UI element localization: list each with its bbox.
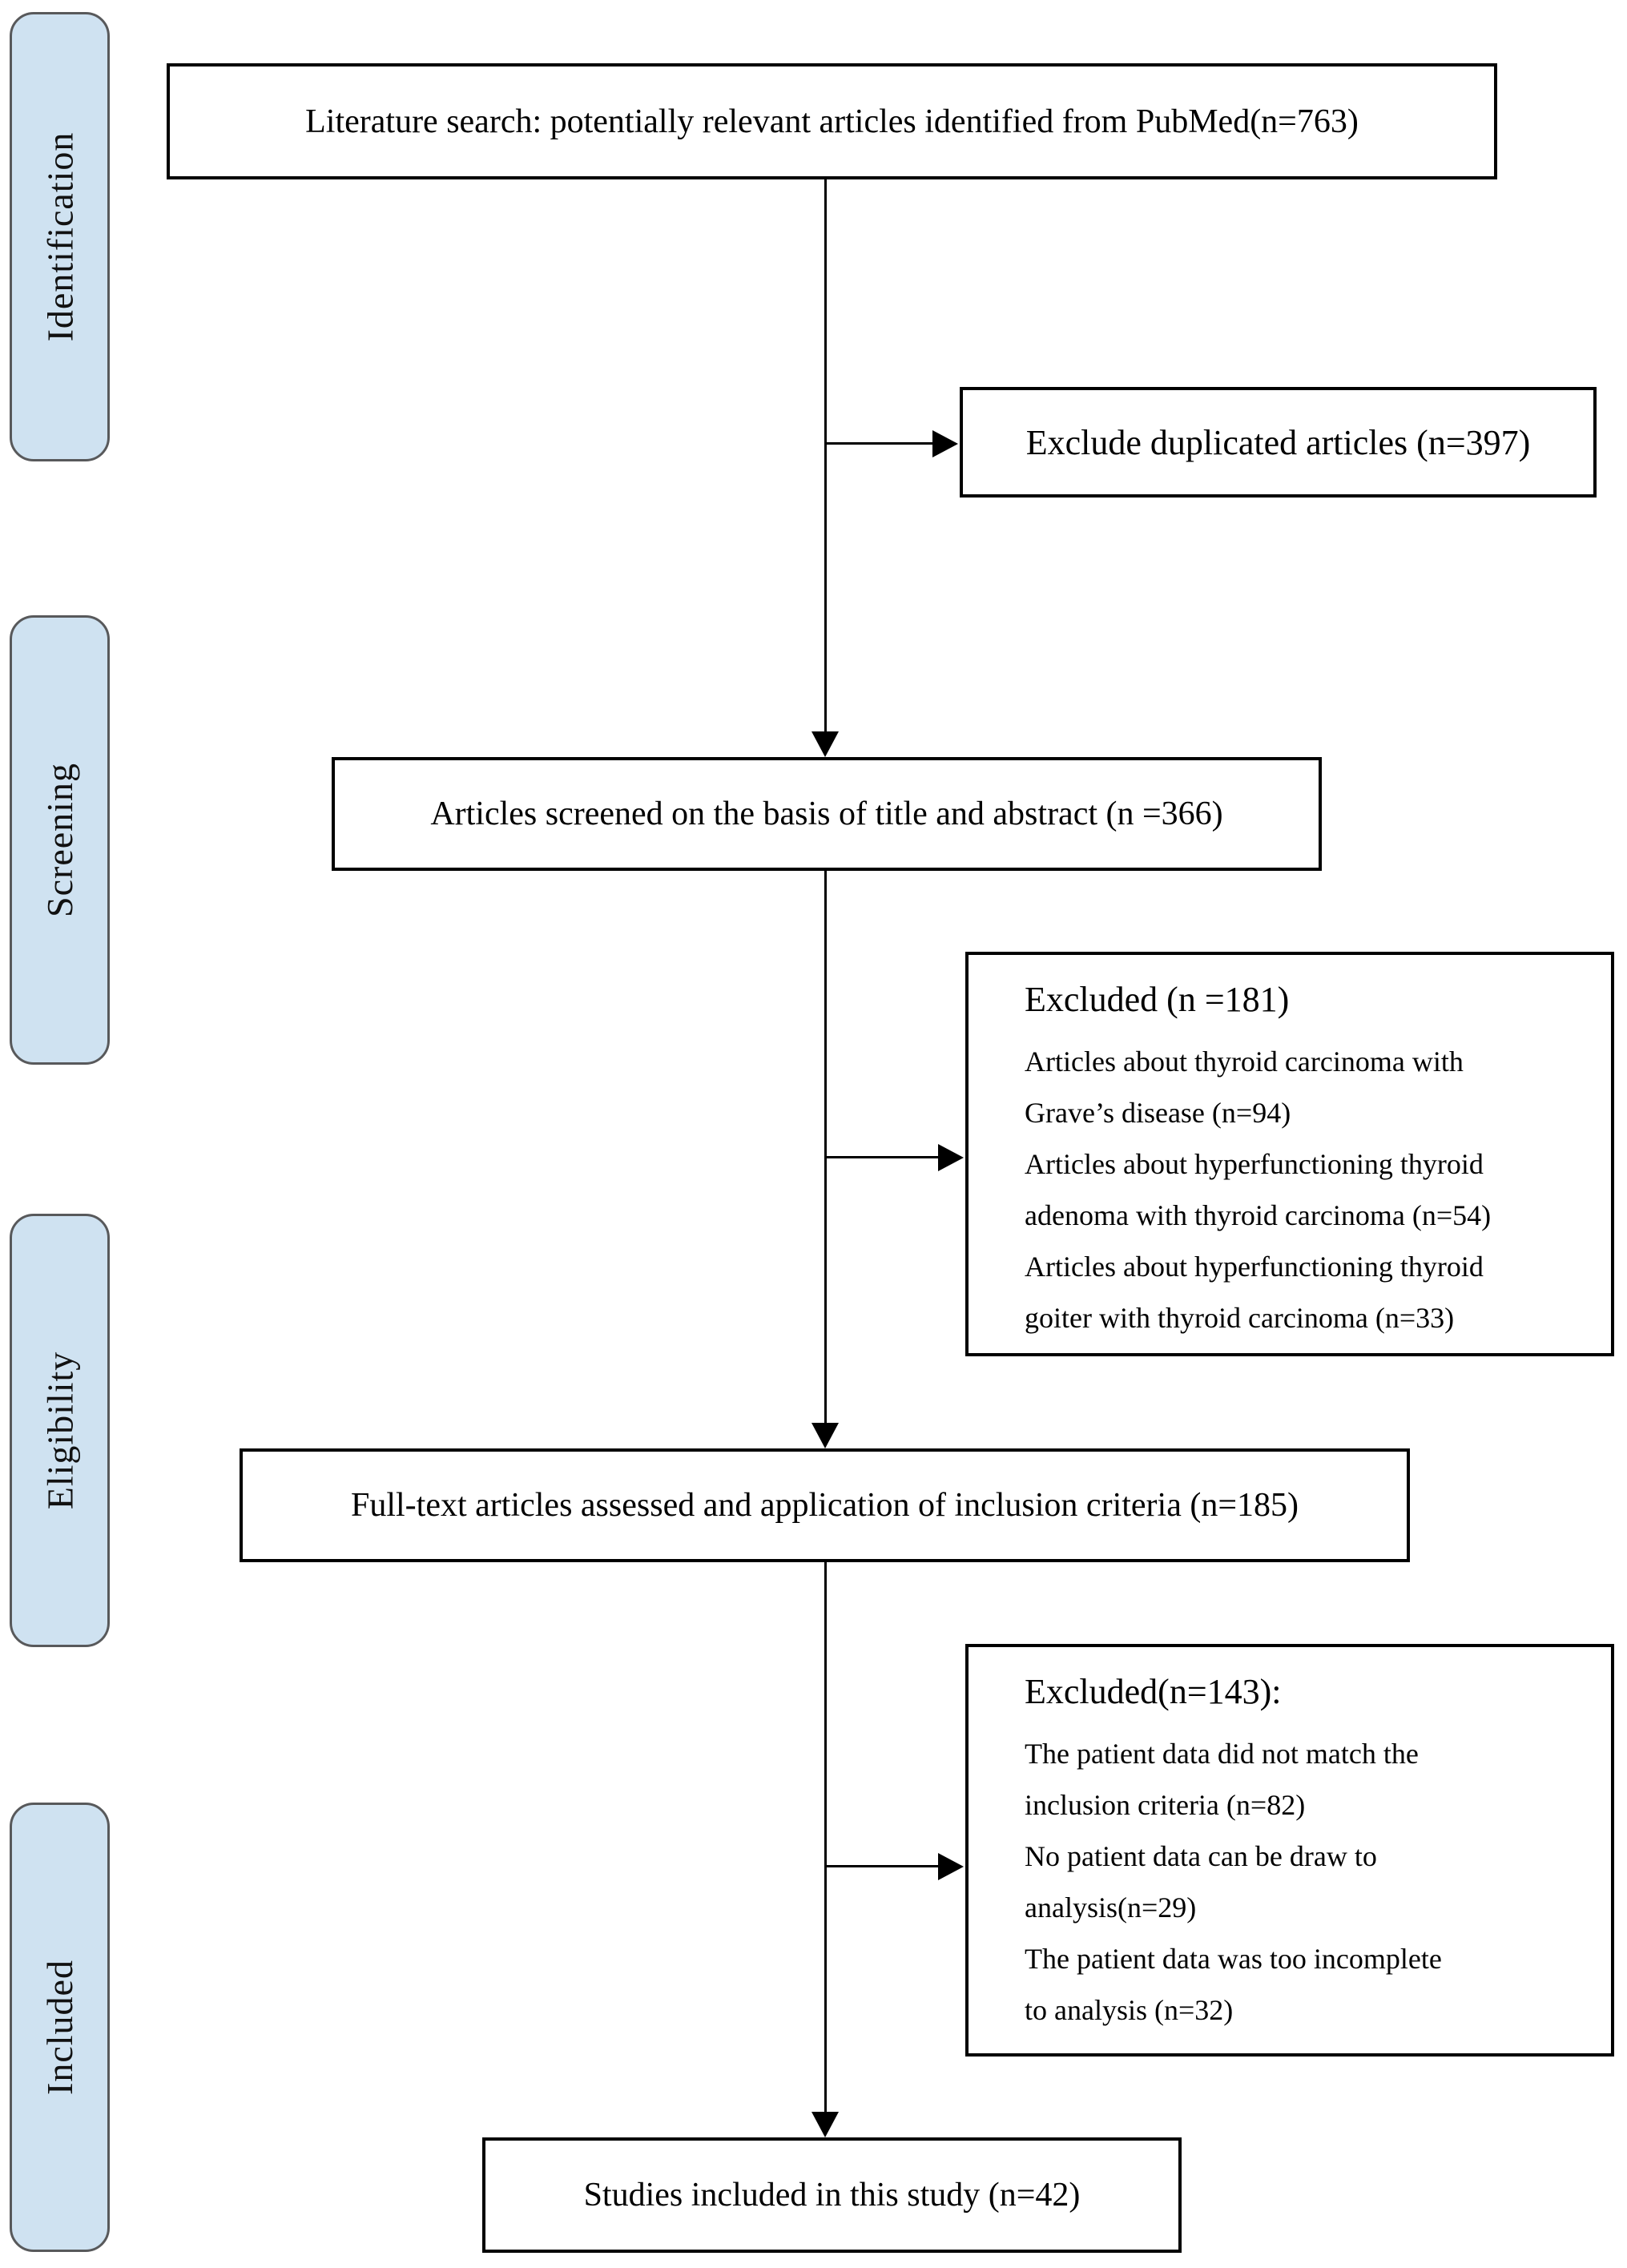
box-literature-search: Literature search: potentially relevant … <box>167 63 1497 179</box>
connector-line-to-duplicates <box>825 442 932 445</box>
connector-line-screening-to-eligibility <box>824 871 827 1424</box>
box-screened-text: Articles screened on the basis of title … <box>430 796 1223 832</box>
right-arrowhead-icon <box>938 1853 964 1880</box>
stage-screening: Screening <box>10 615 110 1065</box>
connector-line-to-excluded-screening <box>825 1156 938 1158</box>
box-exclude-duplicates-text: Exclude duplicated articles (n=397) <box>1025 422 1531 462</box>
box-excluded-fulltext: Excluded(n=143): The patient data did no… <box>965 1644 1614 2057</box>
down-arrowhead-icon <box>811 1423 839 1448</box>
box-excluded-screening-title: Excluded (n =181) <box>1025 980 1290 1019</box>
stage-identification-label: Identification <box>39 131 81 342</box>
down-arrowhead-icon <box>811 731 839 757</box>
down-arrowhead-icon <box>811 2112 839 2137</box>
excluded-screening-item: Articles about hyperfunctioning thyroid … <box>1025 1148 1492 1231</box>
right-arrowhead-icon <box>938 1144 964 1171</box>
excluded-fulltext-item: The patient data was too incomplete to a… <box>1025 1943 1442 2026</box>
right-arrowhead-icon <box>932 430 958 457</box>
box-full-text: Full-text articles assessed and applicat… <box>240 1448 1410 1562</box>
excluded-screening-item: Articles about hyperfunctioning thyroid … <box>1025 1251 1484 1334</box>
box-screened: Articles screened on the basis of title … <box>332 757 1322 871</box>
connector-line-eligibility-to-included <box>824 1562 827 2113</box>
stage-identification: Identification <box>10 12 110 461</box>
stage-included-label: Included <box>39 1960 80 2095</box>
excluded-fulltext-item: The patient data did not match the inclu… <box>1025 1738 1419 1821</box>
box-exclude-duplicates: Exclude duplicated articles (n=397) <box>960 387 1597 498</box>
excluded-screening-item: Articles about thyroid carcinoma with Gr… <box>1025 1045 1464 1129</box>
box-excluded-screening: Excluded (n =181) Articles about thyroid… <box>965 952 1614 1356</box>
connector-line-identification-to-screening <box>824 179 827 733</box>
box-included-studies-text: Studies included in this study (n=42) <box>583 2177 1081 2214</box>
stage-eligibility: Eligibility <box>10 1214 110 1647</box>
box-literature-search-text: Literature search: potentially relevant … <box>305 103 1359 140</box>
connector-line-to-excluded-fulltext <box>825 1865 938 1867</box>
box-included-studies: Studies included in this study (n=42) <box>482 2137 1182 2253</box>
box-excluded-fulltext-title: Excluded(n=143): <box>1025 1672 1282 1711</box>
stage-included: Included <box>10 1803 110 2252</box>
excluded-fulltext-item: No patient data can be draw to analysis(… <box>1025 1840 1377 1924</box>
stage-eligibility-label: Eligibility <box>39 1351 80 1510</box>
stage-screening-label: Screening <box>39 763 80 917</box>
box-full-text-text: Full-text articles assessed and applicat… <box>350 1487 1299 1524</box>
